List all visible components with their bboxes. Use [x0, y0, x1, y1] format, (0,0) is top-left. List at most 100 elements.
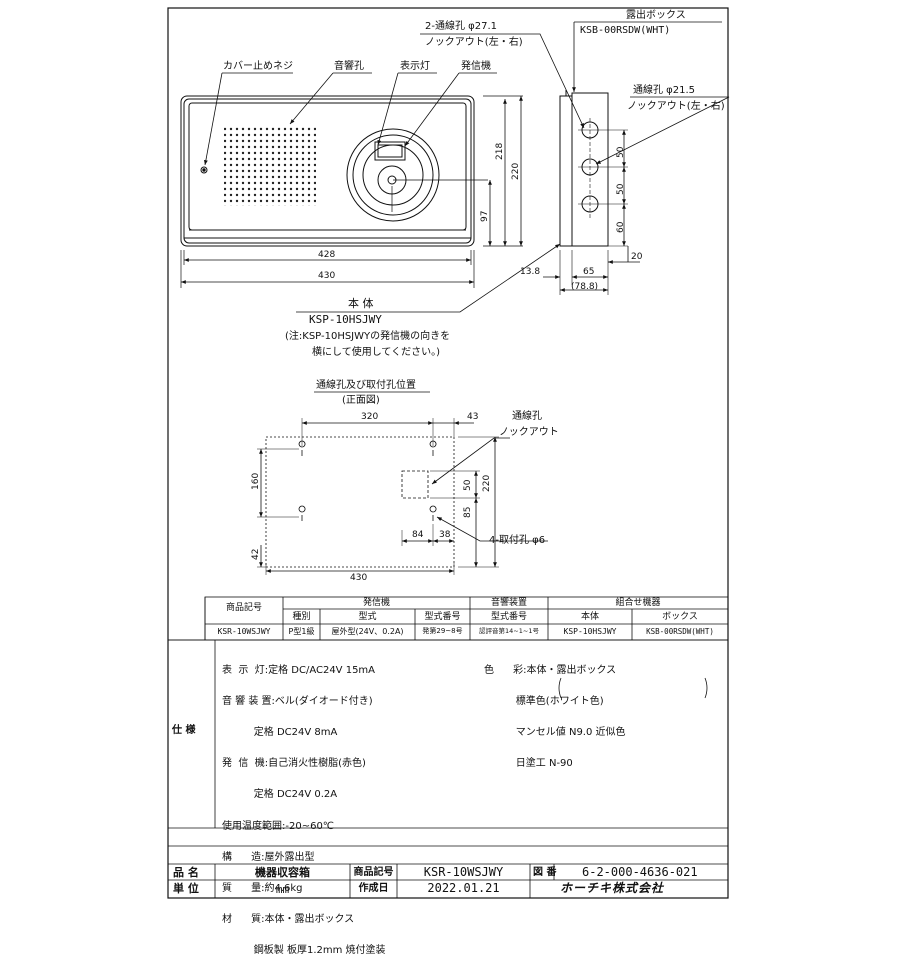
hole-dim-320: 320 [361, 412, 379, 422]
sheet-frame [167, 7, 729, 899]
tb-date-label: 作成日 [358, 883, 389, 894]
box-side-view [559, 90, 628, 295]
hole-dim-84: 84 [412, 530, 424, 540]
th-box: ボックス [662, 612, 698, 622]
hole-view-subtitle: (正面図) [342, 395, 380, 406]
hole-dim-42: 42 [251, 548, 261, 560]
dim-220: 220 [511, 162, 521, 180]
dim-side-60: 60 [616, 221, 626, 233]
transmitter-outer [346, 128, 440, 222]
mount-hole-br [429, 505, 437, 521]
hole-dim-220: 220 [482, 474, 492, 492]
td-box: KSB-00RSDW(WHT) [646, 627, 714, 636]
td-model-type: 屋外型(24V、0.2A) [331, 627, 404, 636]
dim-65: 65 [583, 267, 595, 277]
dim-13-8: 13.8 [520, 267, 541, 277]
callout-side-knockout-size: 通線孔 φ21.5 [633, 85, 696, 96]
body-front-view [180, 95, 523, 288]
spec-table-grid [168, 596, 729, 898]
callout-box-model: KSB-00RSDW(WHT) [580, 25, 671, 36]
indicator-window [374, 141, 406, 161]
specs-left-line: 材 質:本体・露出ボックス [222, 914, 355, 926]
tb-unit-value: mm [275, 883, 290, 896]
td-body: KSP-10HSJWY [563, 627, 617, 636]
dim-20: 20 [631, 252, 643, 262]
specs-right-line: 標準色(ホワイト色) [484, 695, 604, 707]
th-type: 種別 [292, 612, 311, 622]
hole-dim-85: 85 [463, 506, 473, 518]
tb-drawing-label: 図 番 [533, 867, 557, 878]
specs-left-line: 音 響 装 置:ベル(ダイオード付き) [222, 695, 373, 707]
callout-box-title: 露出ボックス [626, 10, 686, 21]
callout-sounder-hole: 音響孔 [334, 61, 364, 72]
dim-428: 428 [318, 250, 336, 260]
callout-indicator: 表示灯 [400, 61, 430, 72]
dim-430: 430 [318, 271, 336, 281]
hole-knockout-label-2: ノックアウト [499, 427, 559, 438]
callout-side-knockout-label: ノックアウト(左・右) [627, 101, 725, 112]
hole-dim-43: 43 [467, 412, 479, 422]
specs-right-line: 色 彩:本体・露出ボックス [484, 664, 617, 676]
cover-screw [200, 166, 208, 174]
hole-view [257, 391, 548, 575]
hole-knockout-label-1: 通線孔 [512, 411, 542, 422]
th-product-code: 商品記号 [225, 603, 262, 613]
specs-left-line: 使用温度範囲:-20~60℃ [222, 820, 335, 832]
th-combo: 組合せ機器 [615, 598, 661, 608]
tb-name-value: 機器収容箱 [255, 866, 310, 879]
front-callout-leaders [203, 72, 497, 166]
specs-left-line: 構 造:屋外露出型 [222, 851, 315, 863]
tb-code-label: 商品記号 [353, 867, 394, 878]
specs-left-line: 質 量:約4.6kg [222, 882, 303, 894]
hole-dim-430: 430 [350, 573, 368, 583]
td-type: P型1級 [288, 627, 315, 636]
callout-cover-screw: カバー止めネジ [223, 61, 293, 72]
tb-date-value: 2022.01.21 [427, 881, 500, 895]
mount-hole-label: 4-取付孔 φ6 [489, 535, 546, 546]
td-sounder-model-number: 認評音第14~1~1号 [479, 627, 539, 635]
specs-left-line: 定格 DC24V 8mA [222, 726, 338, 738]
tb-unit-label: 単 位 [173, 882, 199, 895]
th-sounder: 音響装置 [490, 598, 527, 608]
specs-left-line: 発 信 機:自己消火性樹脂(赤色) [222, 758, 366, 770]
th-transmitter: 発信機 [362, 598, 390, 608]
hole-dim-38: 38 [439, 530, 451, 540]
dim-97: 97 [480, 210, 490, 222]
dim-side-50a: 50 [616, 146, 626, 158]
specs-right-line: 日塗工 N-90 [484, 758, 573, 770]
th-model-type: 型式 [358, 612, 377, 622]
knockout-outline [401, 470, 429, 499]
front-dimension-lines [181, 96, 523, 284]
hole-view-title: 通線孔及び取付孔位置 [316, 380, 416, 391]
specs-left-line: 表 示 灯:定格 DC/AC24V 15mA [222, 664, 376, 676]
body-model: KSP-10HSJWY [309, 313, 382, 326]
body-label: 本 体 [348, 297, 374, 310]
specs-left-line: 定格 DC24V 0.2A [222, 789, 338, 801]
th-sounder-model-number: 型式番号 [490, 612, 527, 622]
tb-drawing-value: 6-2-000-4636-021 [582, 865, 698, 879]
td-model-number: 発第29~8号 [422, 627, 463, 635]
hole-dim-160: 160 [251, 472, 261, 490]
specs-right-line: マンセル値 N9.0 近似色 [484, 726, 626, 738]
th-body: 本体 [580, 612, 599, 622]
sounder-grille [224, 126, 316, 206]
box-callout-leaders [296, 21, 730, 313]
drawing-linework [167, 7, 730, 899]
specs-left-list: 表 示 灯:定格 DC/AC24V 15mA 音 響 装 置:ベル(ダイオード付… [222, 647, 386, 974]
tb-code-value: KSR-10WSJWY [423, 865, 504, 879]
callout-transmitter: 発信機 [461, 61, 491, 72]
specs-right-list: 色 彩:本体・露出ボックス 標準色(ホワイト色) マンセル値 N9.0 近似色 … [484, 647, 626, 787]
hole-dim-50: 50 [463, 479, 473, 491]
tb-name-label: 品 名 [173, 866, 199, 879]
note-line-1: (注:KSP-10HSJWYの発信機の向きを [285, 331, 451, 342]
specs-section-label: 仕 様 [172, 725, 196, 736]
dim-side-50b: 50 [616, 183, 626, 195]
specs-left-line: 鋼板製 板厚1.2mm 焼付塗装 [222, 945, 386, 957]
note-line-2: 横にして使用してください。) [312, 347, 441, 358]
td-product-code: KSR-10WSJWY [217, 627, 271, 636]
callout-knockout-label: ノックアウト(左・右) [425, 37, 523, 48]
dim-218: 218 [495, 142, 505, 160]
th-model-number: 型式番号 [424, 612, 461, 622]
callout-knockout-size: 2-通線孔 φ27.1 [425, 21, 498, 32]
dim-78-8: (78.8) [571, 282, 599, 292]
